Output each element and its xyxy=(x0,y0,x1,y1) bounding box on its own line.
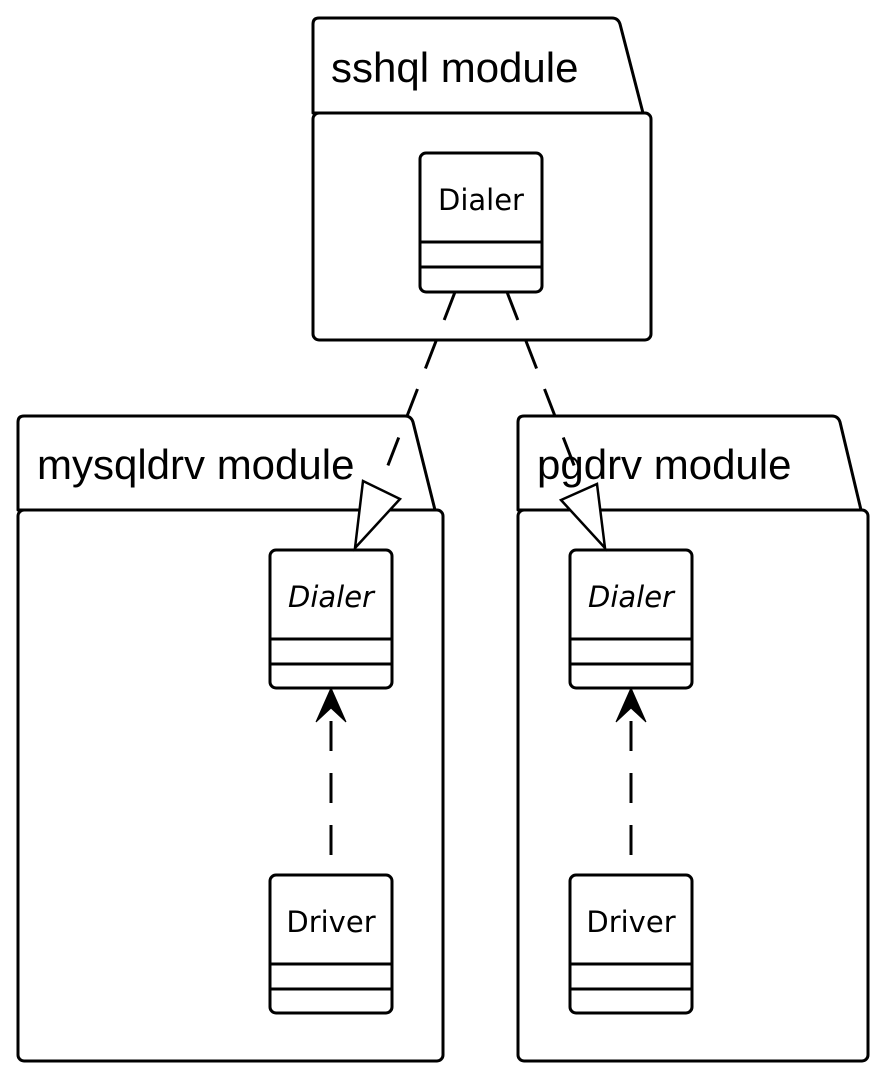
class-pgdrv-dialer-box xyxy=(568,548,694,690)
dependency-arrowhead-pgdrv xyxy=(615,686,647,723)
realization-arrow-pgdrv xyxy=(505,291,607,552)
package-mysqldrv: mysqldrv module Dialer Driver xyxy=(16,414,445,1063)
package-pgdrv-title: pgdrv module xyxy=(537,441,791,488)
realization-line-pgdrv xyxy=(505,291,579,474)
package-sshql: sshql module Dialer xyxy=(311,16,653,342)
class-pgdrv-driver-name: Driver xyxy=(586,905,675,939)
class-mysqldrv-dialer-box xyxy=(268,548,394,690)
package-sshql-title: sshql module xyxy=(331,44,578,91)
dependency-arrow-pgdrv xyxy=(615,686,647,855)
package-pgdrv-tab xyxy=(516,414,863,512)
class-mysqldrv-driver-name: Driver xyxy=(286,905,375,939)
class-pgdrv-dialer-name: Dialer xyxy=(588,580,676,614)
class-mysqldrv-driver-box xyxy=(268,873,394,1015)
class-pgdrv-dialer: Dialer xyxy=(568,548,694,690)
dependency-arrow-mysqldrv xyxy=(315,686,347,855)
class-pgdrv-driver-box xyxy=(568,873,694,1015)
dependency-arrowhead-mysqldrv xyxy=(315,686,347,723)
package-mysqldrv-tab xyxy=(16,414,437,512)
package-mysqldrv-title: mysqldrv module xyxy=(37,441,354,488)
realization-arrowhead-mysqldrv xyxy=(353,479,403,552)
class-sshql-dialer: Dialer xyxy=(418,151,544,294)
class-sshql-dialer-box xyxy=(418,151,544,294)
class-pgdrv-driver: Driver xyxy=(568,873,694,1015)
realization-arrowhead-pgdrv xyxy=(558,482,607,552)
realization-line-mysqldrv xyxy=(383,291,457,474)
package-pgdrv: pgdrv module Dialer Driver xyxy=(516,414,870,1063)
class-mysqldrv-dialer-name: Dialer xyxy=(288,580,376,614)
class-mysqldrv-driver: Driver xyxy=(268,873,394,1015)
realization-arrow-mysqldrv xyxy=(353,291,457,552)
class-mysqldrv-dialer: Dialer xyxy=(268,548,394,690)
package-sshql-tab xyxy=(311,16,645,115)
class-sshql-dialer-name: Dialer xyxy=(438,183,524,217)
